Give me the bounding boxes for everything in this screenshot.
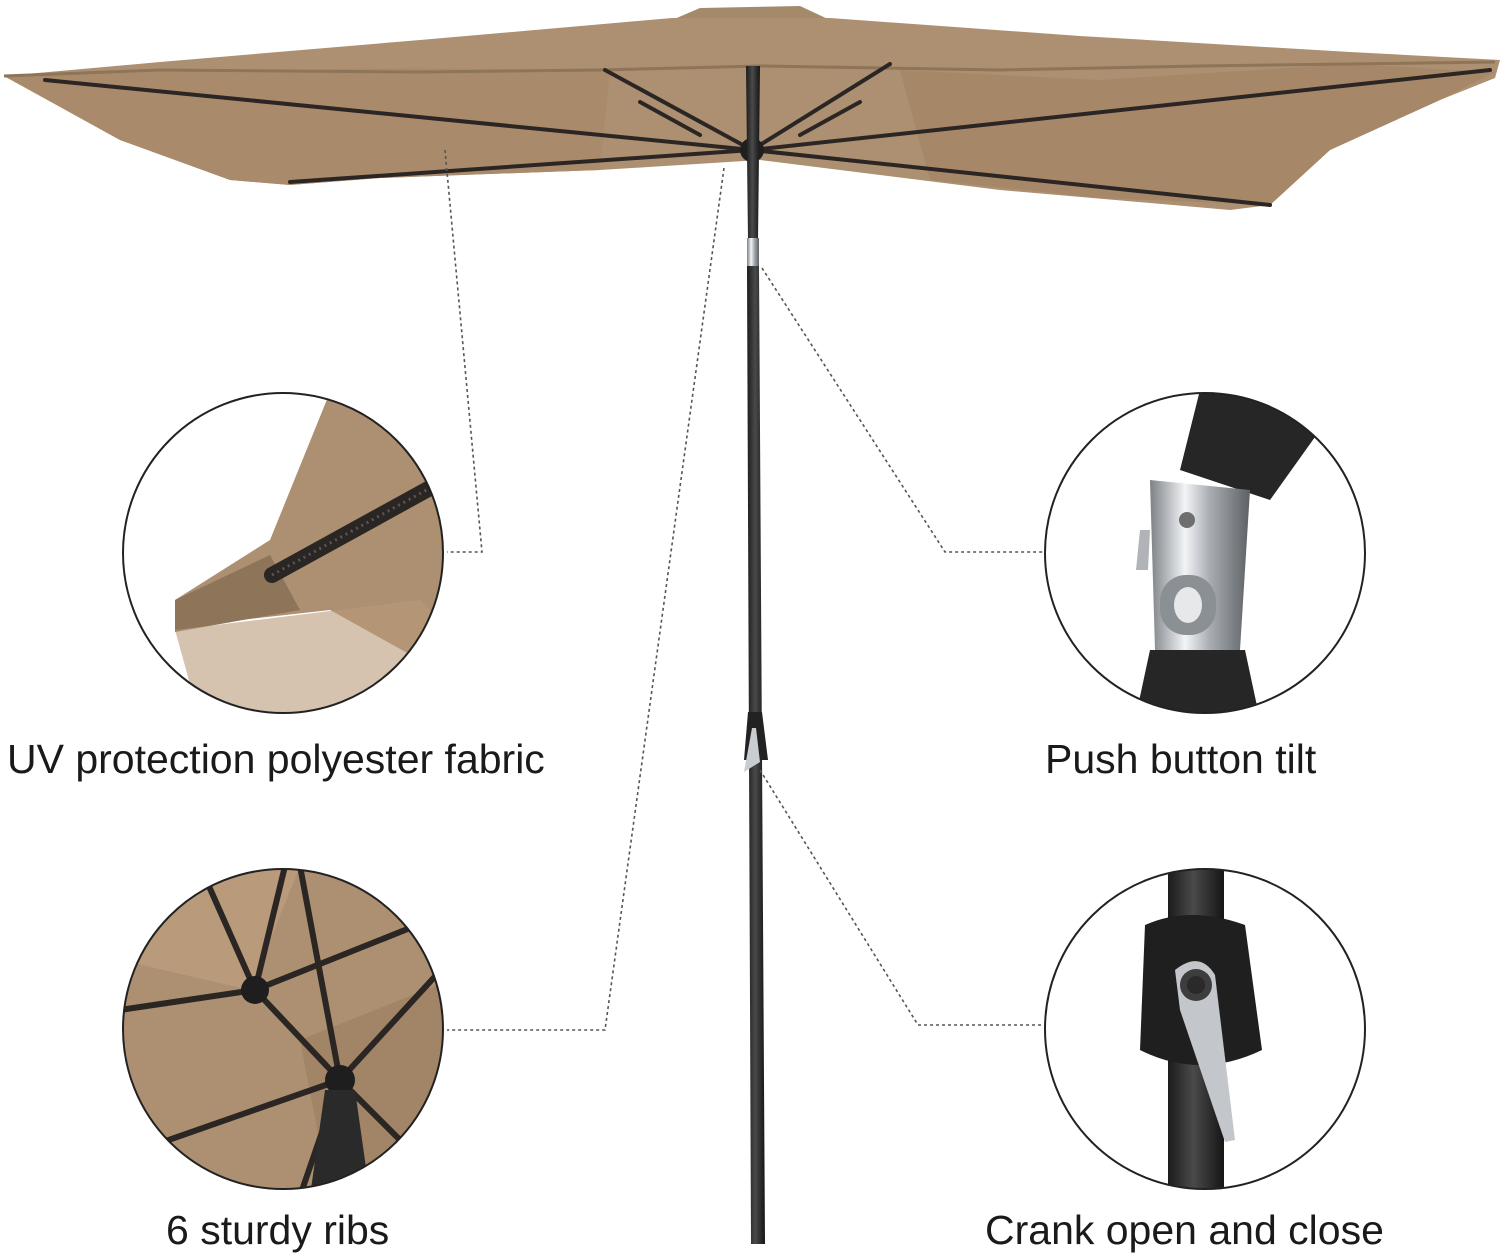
pole-crank-handle: [744, 712, 768, 772]
ribs-feature-label: 6 sturdy ribs: [166, 1207, 390, 1253]
detail-circle-crank: [1044, 868, 1366, 1190]
fabric-feature-label: UV protection polyester fabric: [7, 736, 545, 782]
detail-circle-tilt: [1044, 392, 1366, 714]
leader-lines: [444, 149, 1043, 1031]
umbrella-pole: [744, 66, 768, 1244]
canopy-corner-icon: [123, 393, 443, 713]
tilt-joint-icon: [1045, 393, 1365, 713]
leader-line-ribs: [447, 167, 725, 1031]
detail-circle-ribs: [122, 868, 444, 1190]
canopy-left-shade: [4, 68, 610, 185]
leader-line-fabric: [444, 149, 483, 553]
tilt-feature-label: Push button tilt: [1045, 736, 1317, 782]
canopy-ribs: [43, 62, 1492, 207]
canopy-hem: [3, 60, 1496, 78]
canopy-right-shade: [900, 64, 1495, 205]
leader-line-crank: [759, 769, 1043, 1026]
leader-line-tilt: [761, 267, 1043, 553]
crank-handle-icon: [1045, 869, 1365, 1189]
detail-circle-fabric: [122, 392, 444, 714]
crank-feature-label: Crank open and close: [985, 1207, 1384, 1253]
